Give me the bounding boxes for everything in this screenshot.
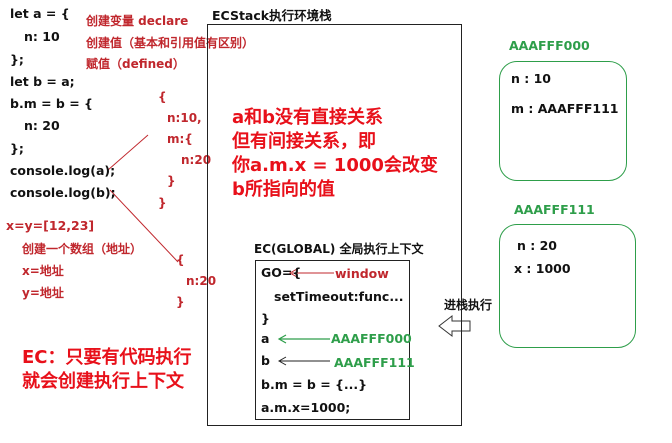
ecstack-box	[207, 24, 462, 426]
addr-b-arrow-head	[277, 356, 287, 366]
ecstack-title: ECStack执行环境栈	[212, 8, 332, 23]
heap1-prop: n : 10	[511, 71, 551, 86]
stmt-2: a.m.x=1000;	[261, 400, 351, 415]
go-open: GO={	[261, 265, 302, 280]
addr-a-arrow-head	[277, 334, 287, 344]
code-line: };	[10, 52, 24, 67]
code-line: let b = a;	[10, 74, 75, 89]
obj1-line: }	[167, 174, 176, 188]
var-a: a	[261, 331, 270, 346]
ec-note-line: 就会创建执行上下文	[22, 371, 184, 392]
relation-message: a和b没有直接关系 但有间接关系，即 你a.m.x = 1000会改变 b所指向…	[232, 106, 438, 202]
addr-a: AAAFFF000	[331, 331, 412, 346]
connector-line	[109, 189, 179, 263]
set-timeout: setTimeout:func...	[274, 289, 404, 304]
obj1-brace: }	[158, 196, 167, 210]
stmt-1: b.m = b = {...}	[261, 377, 368, 392]
connector-line	[107, 134, 149, 171]
heap2-box	[499, 224, 636, 348]
array-note: x=地址	[22, 264, 64, 278]
go-close: }	[261, 311, 270, 326]
create-var-note: 创建变量 declare	[86, 14, 189, 28]
message-line: a和b没有直接关系	[232, 107, 384, 128]
array-note: y=地址	[22, 286, 64, 300]
code-line: n: 10	[24, 29, 60, 44]
heap2-prop: x : 1000	[514, 261, 571, 276]
obj2-line: n:20	[186, 274, 217, 288]
array-note: 创建一个数组（地址）	[22, 242, 143, 256]
ec-global-title: EC(GLOBAL) 全局执行上下文	[254, 242, 424, 256]
ec-note: EC：只要有代码执行 就会创建执行上下文	[22, 346, 192, 394]
code-line: };	[10, 141, 24, 156]
code-line: console.log(b);	[10, 185, 116, 200]
message-line: 你a.m.x = 1000会改变	[232, 155, 438, 176]
code-line: b.m = b = {	[10, 96, 93, 111]
ec-note-line: EC：只要有代码执行	[22, 347, 192, 368]
create-val-note: 创建值（基本和引用值有区别）	[86, 36, 255, 50]
obj1-line: n:10,	[167, 111, 202, 125]
array-line: x=y=[12,23]	[6, 218, 95, 233]
push-arrow	[438, 314, 471, 338]
obj1-line: m:{	[167, 132, 193, 146]
heap2-address: AAAFFF111	[514, 202, 595, 217]
obj1-brace: {	[158, 90, 167, 104]
push-label: 进栈执行	[444, 298, 493, 312]
addr-b: AAAFFF111	[334, 355, 415, 370]
heap1-address: AAAFFF000	[509, 38, 590, 53]
code-line: console.log(a);	[10, 163, 116, 178]
obj1-line: n:20	[181, 153, 212, 167]
heap2-prop: n : 20	[517, 238, 557, 253]
var-b: b	[261, 353, 270, 368]
heap1-prop: m : AAAFFF111	[511, 101, 619, 116]
code-line: let a = {	[10, 6, 70, 21]
window-label: window	[335, 266, 389, 281]
message-line: b所指向的值	[232, 179, 335, 200]
message-line: 但有间接关系，即	[232, 131, 376, 152]
assign-note: 赋值（defined）	[86, 57, 185, 71]
obj2-brace: {	[176, 253, 185, 267]
window-arrow-head	[288, 268, 298, 278]
ec-global-box	[255, 260, 410, 420]
obj2-brace: }	[176, 295, 185, 309]
code-line: n: 20	[24, 118, 60, 133]
heap1-box	[499, 61, 627, 181]
